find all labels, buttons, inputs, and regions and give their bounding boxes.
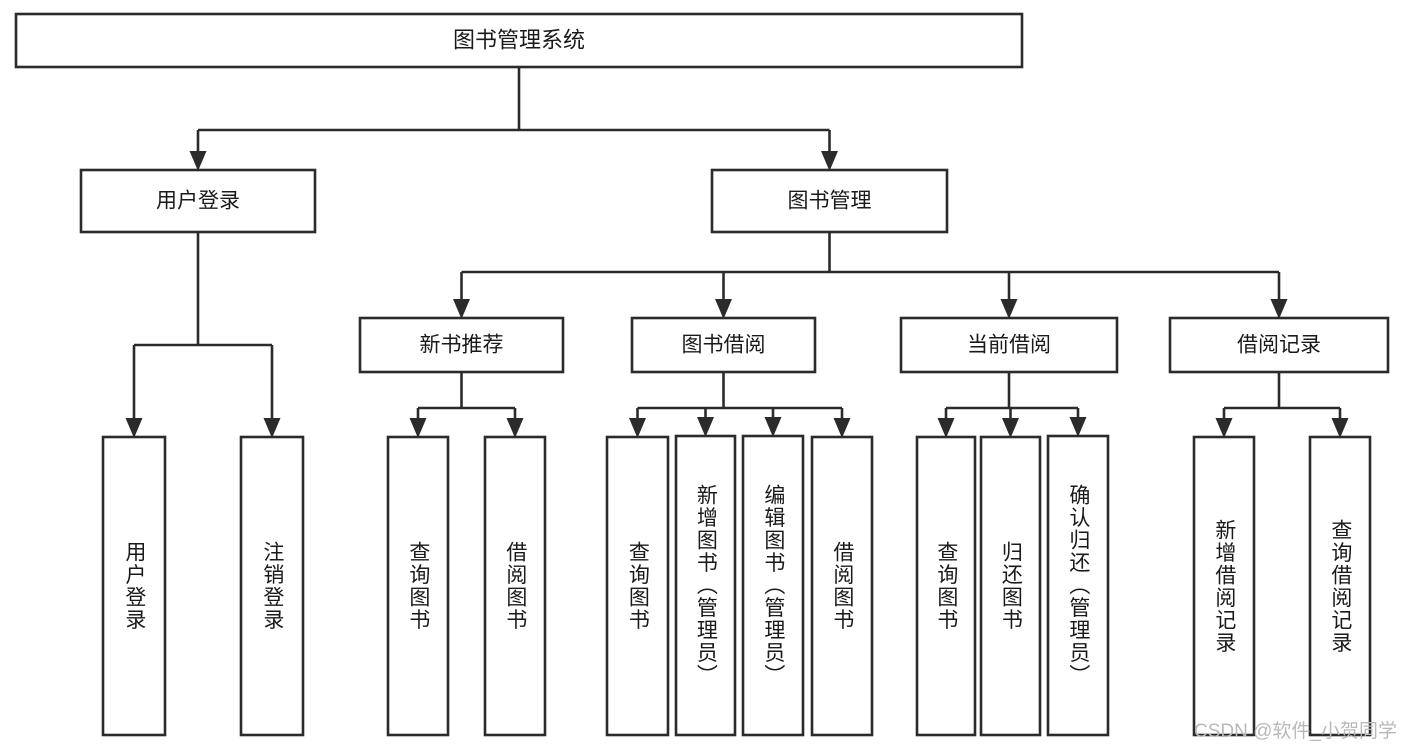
node-user-login-label: 用户登录 (156, 190, 240, 213)
arrow-head-icon (1002, 418, 1019, 438)
node-book-management-label: 图书管理 (788, 190, 872, 213)
node-root[interactable] (14, 12, 1024, 69)
node-leaf-query-book-3[interactable] (915, 435, 977, 737)
node-user-login[interactable] (79, 168, 317, 234)
arrow-head-icon (1069, 417, 1087, 437)
node-leaf-query-book-1[interactable] (386, 435, 450, 737)
node-leaf-borrow-book-2[interactable] (810, 435, 874, 737)
arrow-head-icon (409, 418, 427, 438)
arrow-head-icon (937, 418, 955, 438)
arrow-head-icon (506, 418, 524, 438)
arrow-head-icon (764, 417, 782, 437)
arrow-head-icon (629, 418, 646, 438)
arrow-head-icon (821, 151, 838, 171)
node-leaf-user-logout[interactable] (239, 435, 305, 737)
node-leaf-edit-book-admin[interactable] (741, 434, 805, 737)
node-current-borrow[interactable] (899, 316, 1119, 374)
node-new-book-recommend-label: 新书推荐 (420, 334, 504, 357)
node-leaf-add-borrow-record[interactable] (1192, 435, 1256, 737)
node-root-label: 图书管理系统 (453, 27, 585, 52)
arrow-head-icon (1215, 418, 1233, 438)
node-new-book-recommend[interactable] (358, 316, 565, 374)
node-borrow-record[interactable] (1168, 316, 1390, 374)
connector-layer (125, 67, 1349, 438)
arrow-head-icon (453, 299, 470, 319)
node-leaf-query-book-2[interactable] (605, 435, 670, 737)
node-book-management[interactable] (710, 168, 949, 234)
node-leaf-borrow-book-1[interactable] (483, 435, 547, 737)
arrow-head-icon (697, 417, 714, 437)
arrow-head-icon (125, 418, 143, 438)
arrow-head-icon (189, 151, 207, 171)
node-leaf-confirm-return-admin[interactable] (1046, 434, 1110, 737)
arrow-head-icon (1331, 418, 1349, 438)
node-current-borrow-label: 当前借阅 (967, 334, 1051, 357)
arrow-head-icon (1270, 299, 1288, 319)
arrow-head-icon (263, 418, 281, 438)
node-book-borrow[interactable] (630, 316, 817, 374)
node-leaf-user-login[interactable] (101, 435, 167, 737)
arrow-head-icon (715, 299, 732, 319)
node-leaf-add-book-admin[interactable] (674, 434, 737, 737)
node-leaf-return-book[interactable] (979, 435, 1042, 737)
node-book-borrow-label: 图书借阅 (682, 334, 766, 357)
arrow-head-icon (833, 418, 851, 438)
arrow-head-icon (1000, 299, 1018, 319)
node-leaf-query-borrow-record[interactable] (1308, 435, 1372, 737)
node-borrow-record-label: 借阅记录 (1237, 334, 1321, 357)
